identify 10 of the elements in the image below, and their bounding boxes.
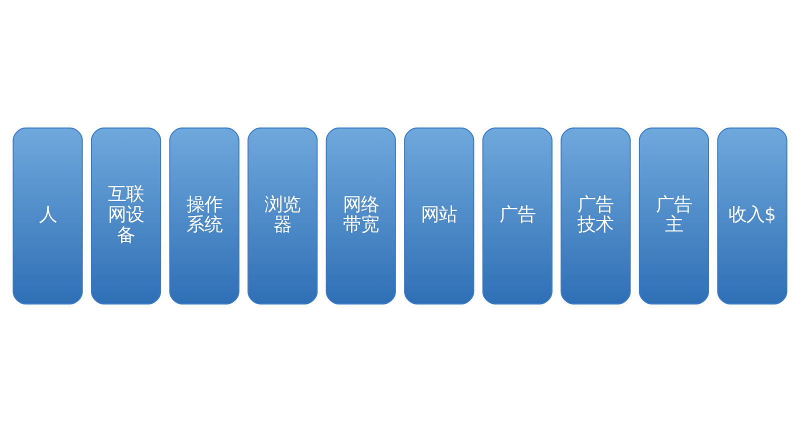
node-box: 广告	[482, 127, 552, 304]
node-box: 广告主	[638, 127, 710, 304]
node-box: 人	[12, 127, 83, 304]
node-box: 互联网设备	[90, 127, 162, 304]
node-box: 浏览器	[248, 127, 318, 304]
node-box: 收入$	[717, 127, 788, 304]
node-box: 网站	[404, 127, 474, 304]
node-box: 广告技术	[560, 127, 631, 304]
node-box: 网络带宽	[326, 127, 396, 304]
node-box: 操作系统	[169, 127, 240, 304]
